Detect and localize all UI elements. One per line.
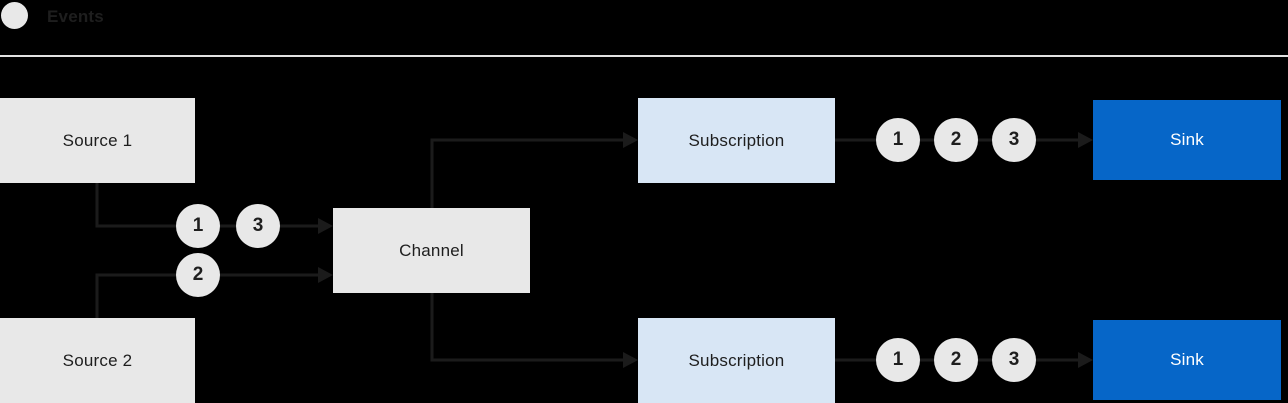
arrowhead-source1-channel (318, 218, 333, 234)
node-channel-label: Channel (399, 240, 464, 260)
node-sink-bottom: Sink (1093, 320, 1281, 400)
event-badge: 2 (176, 253, 220, 297)
node-sink-bottom-label: Sink (1170, 350, 1204, 369)
event-badge: 3 (992, 118, 1036, 162)
legend-label: Events (47, 7, 104, 26)
event-badge: 3 (992, 338, 1036, 382)
event-badge: 1 (176, 204, 220, 248)
arrowhead-subscription-top-sink (1078, 132, 1093, 148)
node-source-1: Source 1 (0, 98, 195, 183)
arrowhead-channel-subscription-top (623, 132, 638, 148)
arrowhead-channel-subscription-bottom (623, 352, 638, 368)
event-badge: 1 (876, 338, 920, 382)
event-badge: 1 (876, 118, 920, 162)
node-sink-top-label: Sink (1170, 130, 1204, 149)
divider-line (0, 55, 1288, 57)
node-channel: Channel (333, 208, 530, 293)
event-badge: 3 (236, 204, 280, 248)
node-sink-top: Sink (1093, 100, 1281, 180)
node-source-2-label: Source 2 (62, 350, 133, 370)
node-subscription-bottom-label: Subscription (688, 350, 785, 370)
node-source-1-label: Source 1 (62, 130, 133, 150)
arrowhead-subscription-bottom-sink (1078, 352, 1093, 368)
event-circle-icon (1, 2, 28, 29)
node-subscription-bottom: Subscription (638, 318, 835, 403)
connector-source2-channel (95, 273, 318, 318)
connector-channel-subscription-bottom (430, 293, 623, 362)
connector-channel-subscription-top (430, 138, 623, 208)
node-subscription-top: Subscription (638, 98, 835, 183)
node-source-2: Source 2 (0, 318, 195, 403)
node-subscription-top-label: Subscription (688, 130, 785, 150)
arrowhead-source2-channel (318, 267, 333, 283)
event-badge: 2 (934, 338, 978, 382)
event-badge: 2 (934, 118, 978, 162)
